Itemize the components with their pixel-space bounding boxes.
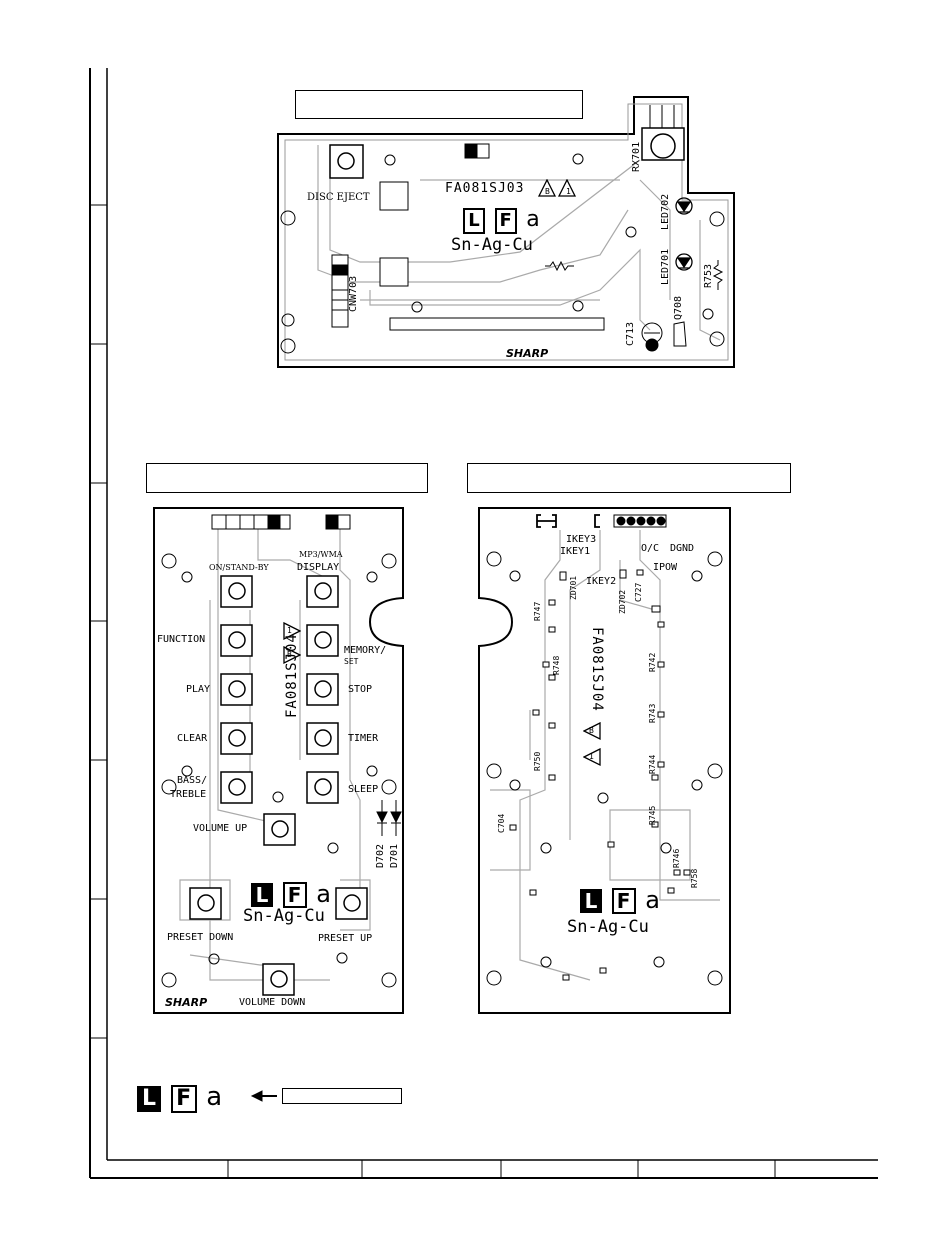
left-board: [153, 507, 404, 1014]
ikey1-label: IKEY1: [560, 546, 591, 557]
sheet-frame: [89, 68, 878, 1179]
r742-label: R742: [648, 652, 657, 672]
r744-label: R744: [648, 754, 657, 774]
r745-label: R745: [648, 805, 657, 825]
d701-label: D701: [389, 843, 400, 868]
legend-lfa-f: F: [170, 1085, 197, 1113]
ipow-label: IPOW: [653, 562, 678, 573]
left-lfa-f: F: [282, 882, 307, 908]
sleep-button-label: SLEEP: [348, 784, 379, 795]
preset-up-button-label: PRESET UP: [318, 933, 373, 944]
volume-up-button-label: VOLUME UP: [193, 823, 248, 834]
right-lfa-f: F: [611, 888, 636, 914]
right-rev-b: B: [589, 726, 594, 735]
dgnd-label: DGND: [670, 543, 695, 554]
ikey2-label: IKEY2: [586, 576, 617, 587]
r747-label: R747: [533, 601, 542, 621]
timer-button-label: TIMER: [348, 733, 379, 744]
right-lfa-a: a: [645, 886, 660, 914]
display-button-label: DISPLAY: [297, 562, 340, 573]
top-board-title-box: [295, 90, 583, 119]
left-brand: SHARP: [165, 996, 208, 1009]
stop-button-label: STOP: [348, 684, 373, 695]
top-lfa-l: L: [463, 208, 485, 234]
top-rev-1: 1: [566, 187, 571, 196]
top-lfa-a: a: [526, 207, 540, 232]
left-rev-1: 1: [287, 626, 292, 635]
legend-arrow: [250, 1090, 277, 1102]
led702-label: LED702: [660, 193, 671, 230]
cnw703-label: CNW703: [348, 275, 359, 312]
led701-label: LED701: [660, 248, 671, 285]
mp3-wma-button-label: MP3/WMA: [299, 550, 343, 559]
clear-button-label: CLEAR: [177, 733, 208, 744]
r743-label: R743: [648, 703, 657, 723]
q708-label: Q708: [673, 295, 684, 320]
set-button-label: SET: [344, 657, 359, 666]
preset-down-button-label: PRESET DOWN: [167, 932, 234, 943]
left-rev-b: B: [287, 650, 292, 659]
legend-lfa-l: L: [137, 1086, 161, 1112]
treble-button-label: TREBLE: [170, 789, 207, 800]
legend-lfa-mark: L F a: [137, 1082, 222, 1113]
right-board: [478, 507, 731, 1014]
right-rev-1: 1: [589, 752, 594, 761]
zd702-label: ZD702: [618, 589, 627, 614]
left-lfa-l: L: [251, 883, 273, 907]
r750-label: R750: [533, 751, 542, 771]
right-lfa-mark: L F a: [580, 886, 660, 914]
oc-label: O/C: [641, 543, 660, 554]
left-alloy: Sn-Ag-Cu: [243, 906, 325, 926]
top-brand: SHARP: [506, 347, 549, 360]
d702-label: D702: [375, 843, 386, 868]
right-lfa-l: L: [580, 889, 602, 913]
r746-label: R746: [672, 848, 681, 868]
right-alloy: Sn-Ag-Cu: [567, 917, 649, 937]
top-rev-b-triangle: [538, 179, 577, 197]
memory-button-label: MEMORY/: [344, 645, 387, 656]
r748-label: R748: [552, 655, 561, 675]
left-lfa-mark: L F a: [251, 880, 331, 908]
left-lfa-a: a: [316, 880, 331, 908]
c713-label: C713: [625, 321, 636, 346]
top-rev-b: B: [545, 187, 550, 196]
rx701-label: RX701: [631, 141, 642, 172]
c727-label: C727: [634, 582, 643, 602]
function-button-label: FUNCTION: [157, 634, 206, 645]
volume-down-button-label: VOLUME DOWN: [239, 997, 306, 1008]
ikey3-label: IKEY3: [566, 534, 597, 545]
top-part-number: FA081SJ03: [445, 181, 525, 196]
c704-label: C704: [497, 813, 506, 833]
right-part-number: FA081SJ04: [589, 627, 605, 712]
legend-lfa-a: a: [206, 1082, 223, 1112]
right-board-title-box: [467, 463, 791, 493]
legend-text-box: [282, 1088, 402, 1104]
on-standby-button-label: ON/STAND-BY: [209, 563, 269, 572]
r758-label: R758: [690, 868, 699, 888]
zd701-label: ZD701: [569, 575, 578, 600]
left-board-title-box: [146, 463, 428, 493]
bass-button-label: BASS/: [177, 775, 208, 786]
left-rev-triangles: [283, 622, 301, 665]
top-lfa-f: F: [494, 208, 517, 234]
right-rev-triangles: [583, 722, 601, 767]
play-button-label: PLAY: [186, 684, 211, 695]
top-alloy: Sn-Ag-Cu: [451, 235, 533, 255]
top-lfa-mark: L F a: [463, 207, 540, 234]
r753-label: R753: [703, 263, 714, 288]
disc-eject-label: DISC EJECT: [307, 192, 370, 203]
